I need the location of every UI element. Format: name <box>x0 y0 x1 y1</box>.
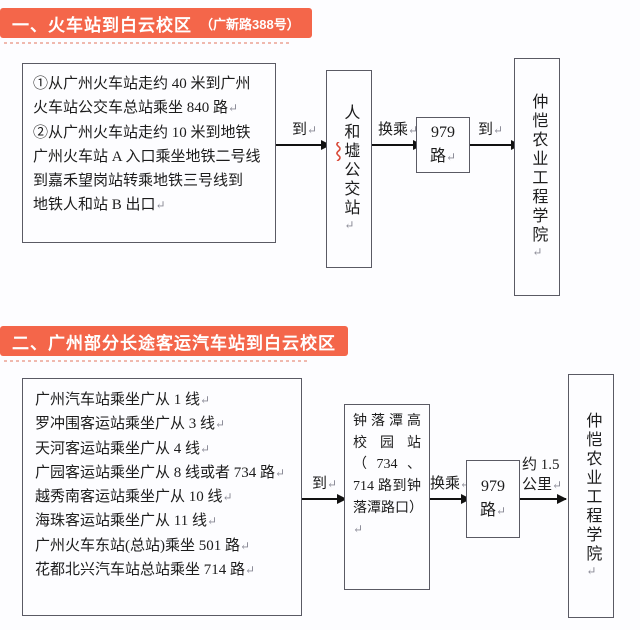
pilcrow-icon: ↵ <box>228 101 239 116</box>
section2-header: 二、 广州部分长途客运汽车站到白云校区 <box>0 326 348 356</box>
distance-line-2: 公里↵ <box>522 477 563 494</box>
section2-hub-box: 钟落潭高校园站（734、714 路到钟落潭路口） ↵ <box>344 404 430 590</box>
section2-hub-label: 钟落潭高校园站（734、714 路到钟落潭路口） <box>353 414 423 516</box>
route-line: 海珠客运站乘坐广从 11 线↵ <box>35 513 218 530</box>
section1-title: 火车站到白云校区 <box>48 15 192 35</box>
section1-stop-box: 人和墟公交站↵ <box>326 70 372 268</box>
route-line: 花都北兴汽车站总站乘坐 714 路↵ <box>35 562 256 579</box>
bus-number: 979 <box>481 478 505 495</box>
pilcrow-icon: ↵ <box>307 123 318 137</box>
arrow-to-destination <box>470 139 521 150</box>
pilcrow-icon: ↵ <box>222 490 233 505</box>
section2-destination-label: 仲恺农业工程学院↵ <box>583 411 601 581</box>
arrow-transfer <box>372 139 423 150</box>
arrow-transfer-2 <box>430 493 471 504</box>
section1-subtitle: （广新路388号） <box>200 16 300 32</box>
route-line: 火车站公交车总站乘坐 840 路↵ <box>33 100 239 117</box>
arrow-walk-distance <box>520 493 567 504</box>
arrow-label-to-destination: 到↵ <box>478 122 504 138</box>
pilcrow-icon: ↵ <box>327 477 338 491</box>
section1-bus-box: 979 路↵ <box>416 117 470 173</box>
section2-title: 广州部分长途客运汽车站到白云校区 <box>48 333 336 353</box>
section1-stop-label: 人和墟公交站↵ <box>341 103 359 235</box>
pilcrow-icon: ↵ <box>155 198 166 213</box>
section1-header: 一、 火车站到白云校区 （广新路388号） <box>0 8 312 38</box>
section1-number: 一、 <box>12 15 48 35</box>
arrow-label-transfer-2: 换乘↵ <box>430 474 470 494</box>
route-line: 广州火车东站(总站)乘坐 501 路↵ <box>35 537 251 554</box>
pilcrow-icon: ↵ <box>584 563 599 581</box>
route-line: 广州汽车站乘坐广从 1 线↵ <box>35 392 211 408</box>
section1-routes-box: ①从广州火车站走约 40 米到广州 火车站公交车总站乘坐 840 路↵ ②从广州… <box>22 63 276 243</box>
pilcrow-icon: ↵ <box>460 477 470 491</box>
pilcrow-icon: ↵ <box>493 123 504 137</box>
section1-destination-label: 仲恺农业工程学院↵ <box>529 92 547 262</box>
pilcrow-icon: ↵ <box>206 514 218 529</box>
pilcrow-icon: ↵ <box>342 217 357 235</box>
route-line: 广园客运站乘坐广从 8 线或者 734 路↵ <box>35 464 286 481</box>
pilcrow-icon: ↵ <box>200 441 211 456</box>
distance-line-1: 约 1.5 <box>522 457 560 473</box>
pilcrow-icon: ↵ <box>495 504 507 518</box>
pilcrow-icon: ↵ <box>275 465 286 480</box>
arrow-label-transfer: 换乘↵ <box>378 122 419 138</box>
section2-destination-box: 仲恺农业工程学院↵ <box>568 374 614 618</box>
pilcrow-icon: ↵ <box>245 563 256 578</box>
section1-dotted-rule <box>4 42 290 44</box>
route-line: 罗冲围客运站乘坐广从 3 线↵ <box>35 416 226 433</box>
pilcrow-icon: ↵ <box>552 478 563 493</box>
pilcrow-icon: ↵ <box>445 150 457 164</box>
section2-routes-box: 广州汽车站乘坐广从 1 线↵ 罗冲围客运站乘坐广从 3 线↵ 天河客运站乘坐广从… <box>22 378 302 616</box>
pilcrow-icon: ↵ <box>530 244 545 262</box>
route-line: 地铁人和站 B 出口↵ <box>33 197 166 214</box>
pilcrow-icon: ↵ <box>408 123 419 137</box>
route-line: ②从广州火车站走约 10 米到地铁 <box>33 124 251 141</box>
bus-unit: 路↵ <box>479 502 507 519</box>
arrow-to-stop <box>276 139 331 150</box>
bus-number: 979 <box>431 124 455 141</box>
arrow-label-distance: 约 1.5 公里↵ <box>522 455 562 496</box>
route-line: 天河客运站乘坐广从 4 线↵ <box>35 440 211 457</box>
route-line: ①从广州火车站走约 40 米到广州 <box>33 76 251 92</box>
arrow-to-hub <box>302 493 347 504</box>
arrow-label-to-stop: 到↵ <box>292 122 318 138</box>
pilcrow-icon: ↵ <box>353 522 364 537</box>
bus-unit: 路↵ <box>429 148 457 165</box>
route-line: 到嘉禾望岗站转乘地铁三号线到 <box>33 173 244 190</box>
section2-bus-box: 979 路↵ <box>466 460 520 538</box>
pilcrow-icon: ↵ <box>215 417 226 432</box>
route-line: 广州火车站 A 入口乘坐地铁二号线 <box>33 148 261 165</box>
pilcrow-icon: ↵ <box>200 393 211 407</box>
section2-dotted-rule <box>4 360 310 362</box>
section1-destination-box: 仲恺农业工程学院↵ <box>514 58 560 296</box>
section2-number: 二、 <box>12 333 48 353</box>
route-line: 越秀南客运站乘坐广从 10 线↵ <box>35 489 233 506</box>
arrow-label-to-hub: 到↵ <box>312 476 338 492</box>
pilcrow-icon: ↵ <box>240 538 251 553</box>
